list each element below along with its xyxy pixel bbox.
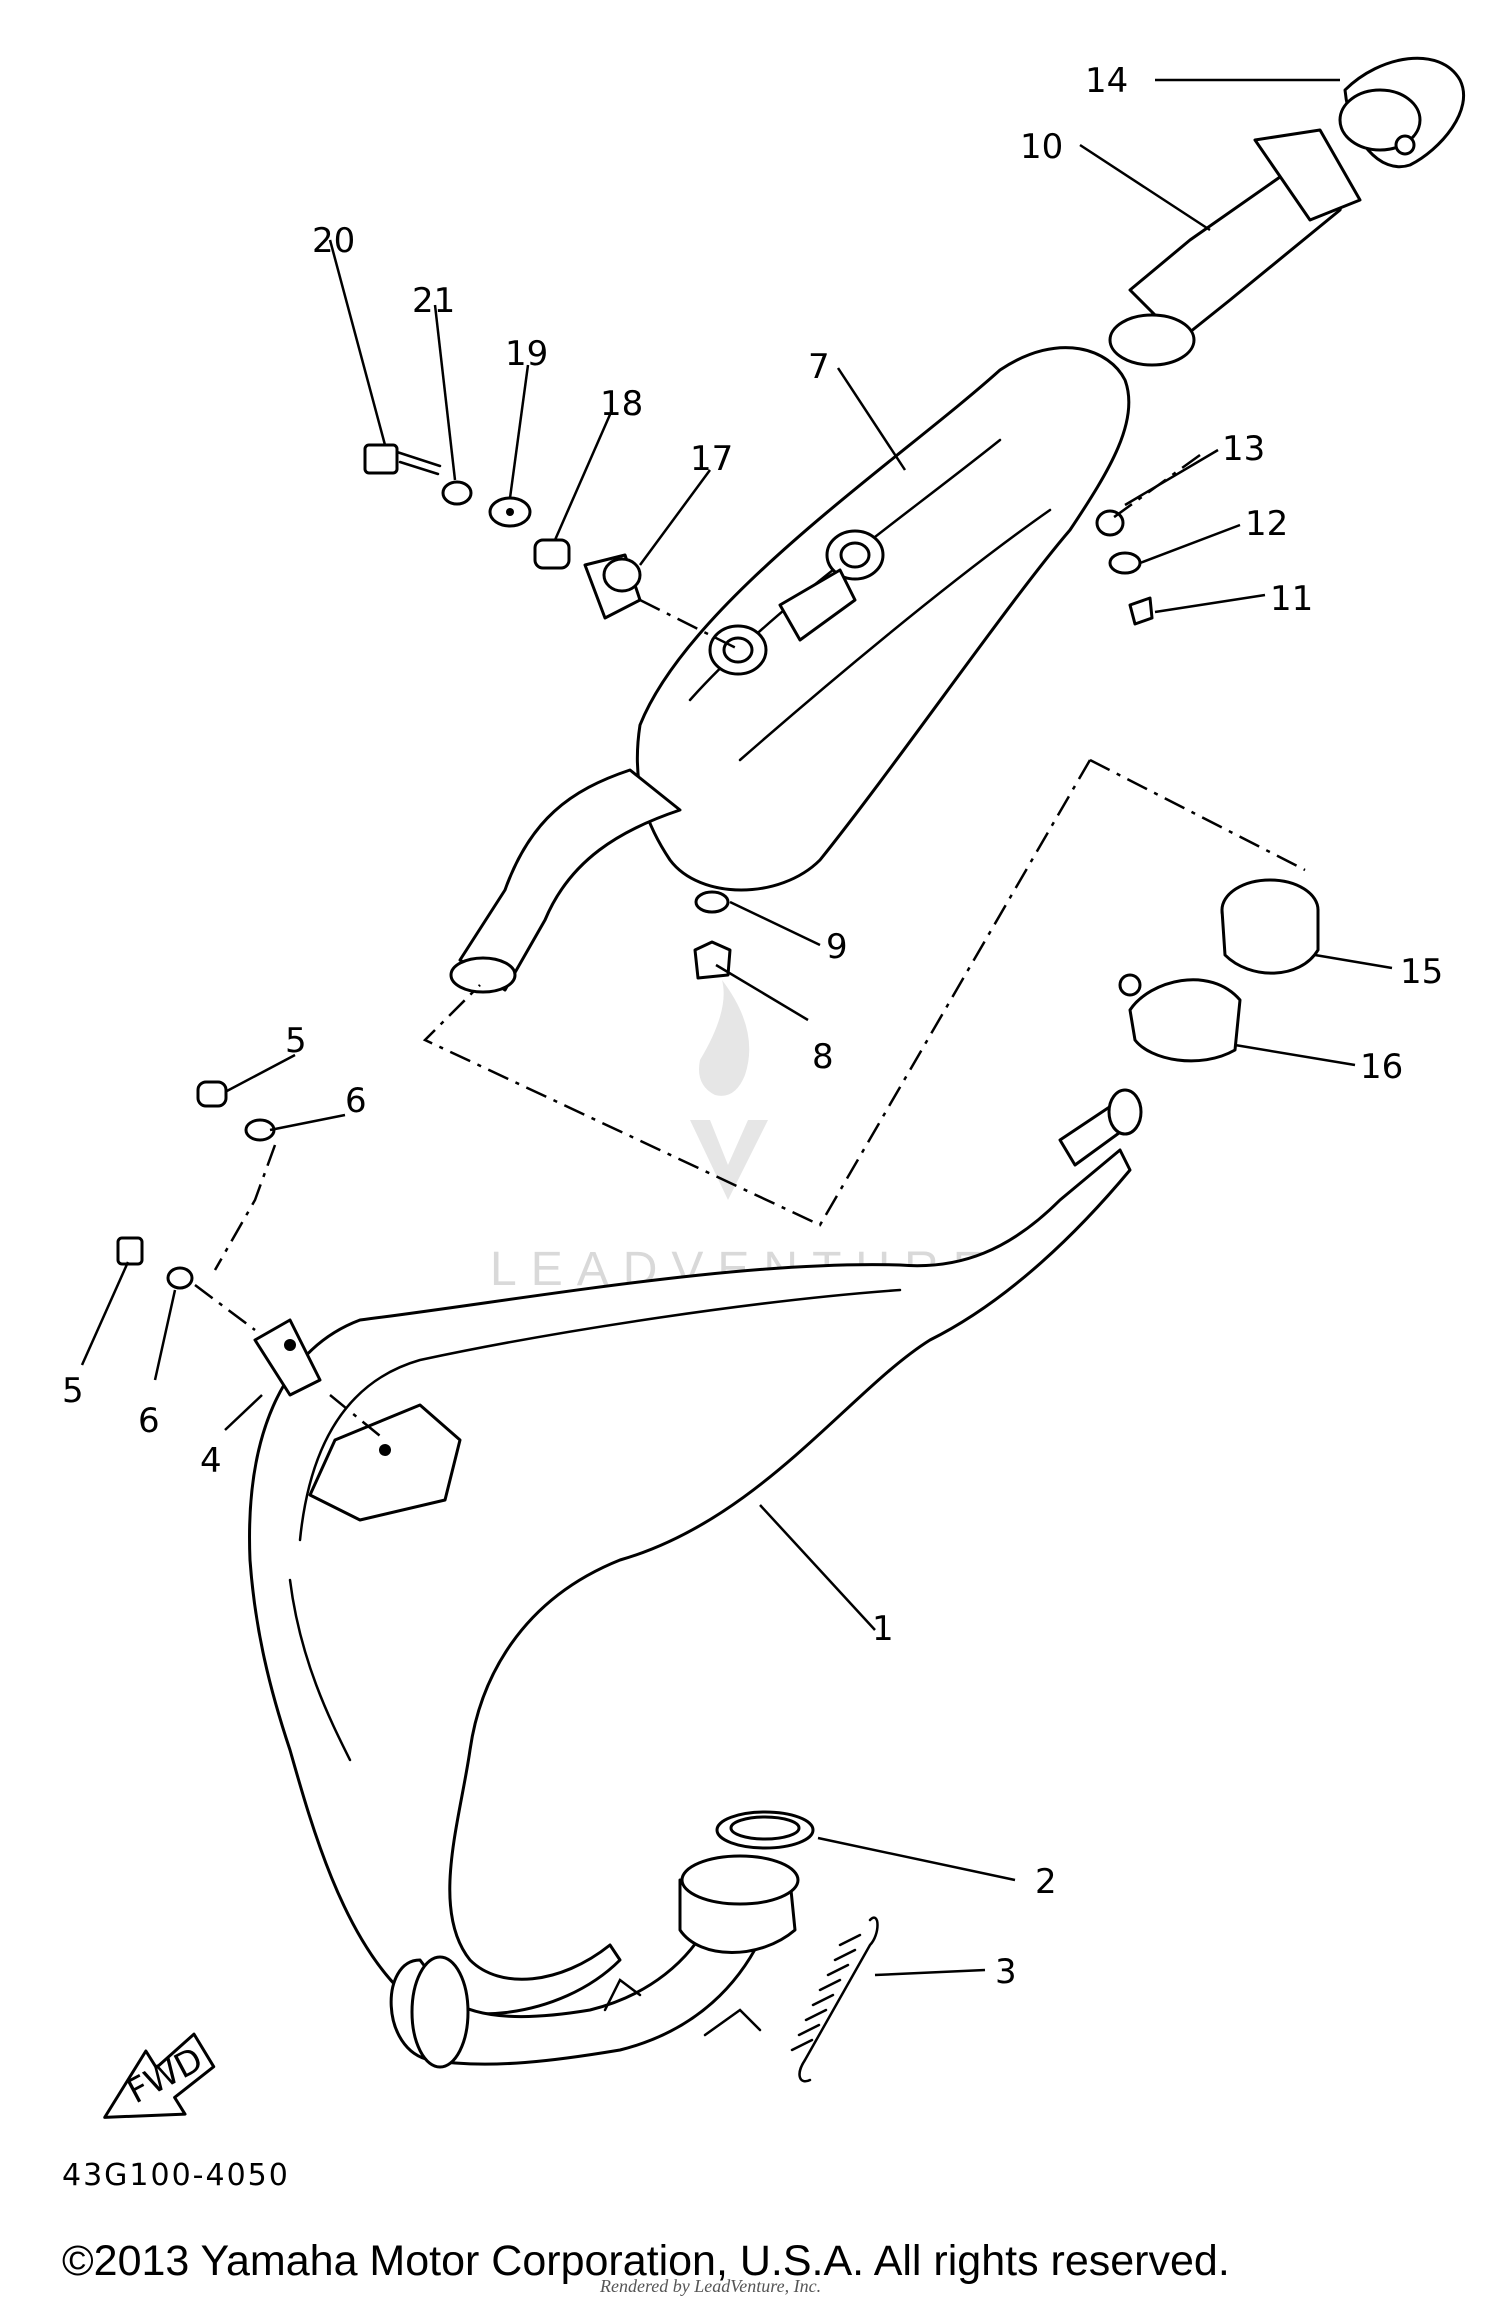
callout-18: 18 xyxy=(600,384,643,424)
tail-pipe xyxy=(1108,128,1362,367)
callout-5-top: 5 xyxy=(285,1021,307,1061)
callout-5-bottom: 5 xyxy=(62,1371,84,1411)
callout-10: 10 xyxy=(1020,127,1063,167)
silencer xyxy=(449,346,1131,994)
callout-17: 17 xyxy=(690,439,733,479)
leader-lines xyxy=(80,78,1393,1977)
callout-4: 4 xyxy=(200,1441,222,1481)
copyright-notice: ©2013 Yamaha Motor Corporation, U.S.A. A… xyxy=(62,2237,1230,2285)
callout-14: 14 xyxy=(1085,61,1128,101)
gasket-spring xyxy=(715,1810,879,2083)
callout-8: 8 xyxy=(812,1037,834,1077)
fasteners-bottom xyxy=(693,890,732,980)
bracket-hardware xyxy=(116,1080,386,1441)
callout-7: 7 xyxy=(808,347,830,387)
callout-1: 1 xyxy=(872,1609,894,1649)
expansion-chamber xyxy=(248,1088,1143,2069)
watermark: LEADVENTURE xyxy=(490,980,985,1296)
callout-16: 16 xyxy=(1360,1047,1403,1087)
callout-3: 3 xyxy=(995,1952,1017,1992)
mount-hardware xyxy=(363,443,741,652)
callout-15: 15 xyxy=(1400,952,1443,992)
callout-13: 13 xyxy=(1222,429,1265,469)
fasteners-right xyxy=(1095,509,1154,626)
callout-6-bottom: 6 xyxy=(138,1401,160,1441)
rendered-by: Rendered by LeadVenture, Inc. xyxy=(599,2276,821,2296)
callout-21: 21 xyxy=(412,281,455,321)
fwd-arrow: FWD xyxy=(103,2032,216,2119)
callout-19: 19 xyxy=(505,334,548,374)
diagram-code: 43G100-4050 xyxy=(62,2158,290,2193)
callout-20: 20 xyxy=(312,221,355,261)
callout-6-top: 6 xyxy=(345,1081,367,1121)
callout-2: 2 xyxy=(1035,1862,1057,1902)
callout-11: 11 xyxy=(1270,579,1313,619)
joint-clamp xyxy=(1118,878,1320,1063)
end-cap xyxy=(1338,56,1466,169)
callout-labels: 14 10 7 13 12 11 9 8 15 16 20 21 19 18 1… xyxy=(62,61,1443,1992)
callout-9: 9 xyxy=(826,927,848,967)
callout-12: 12 xyxy=(1245,504,1288,544)
